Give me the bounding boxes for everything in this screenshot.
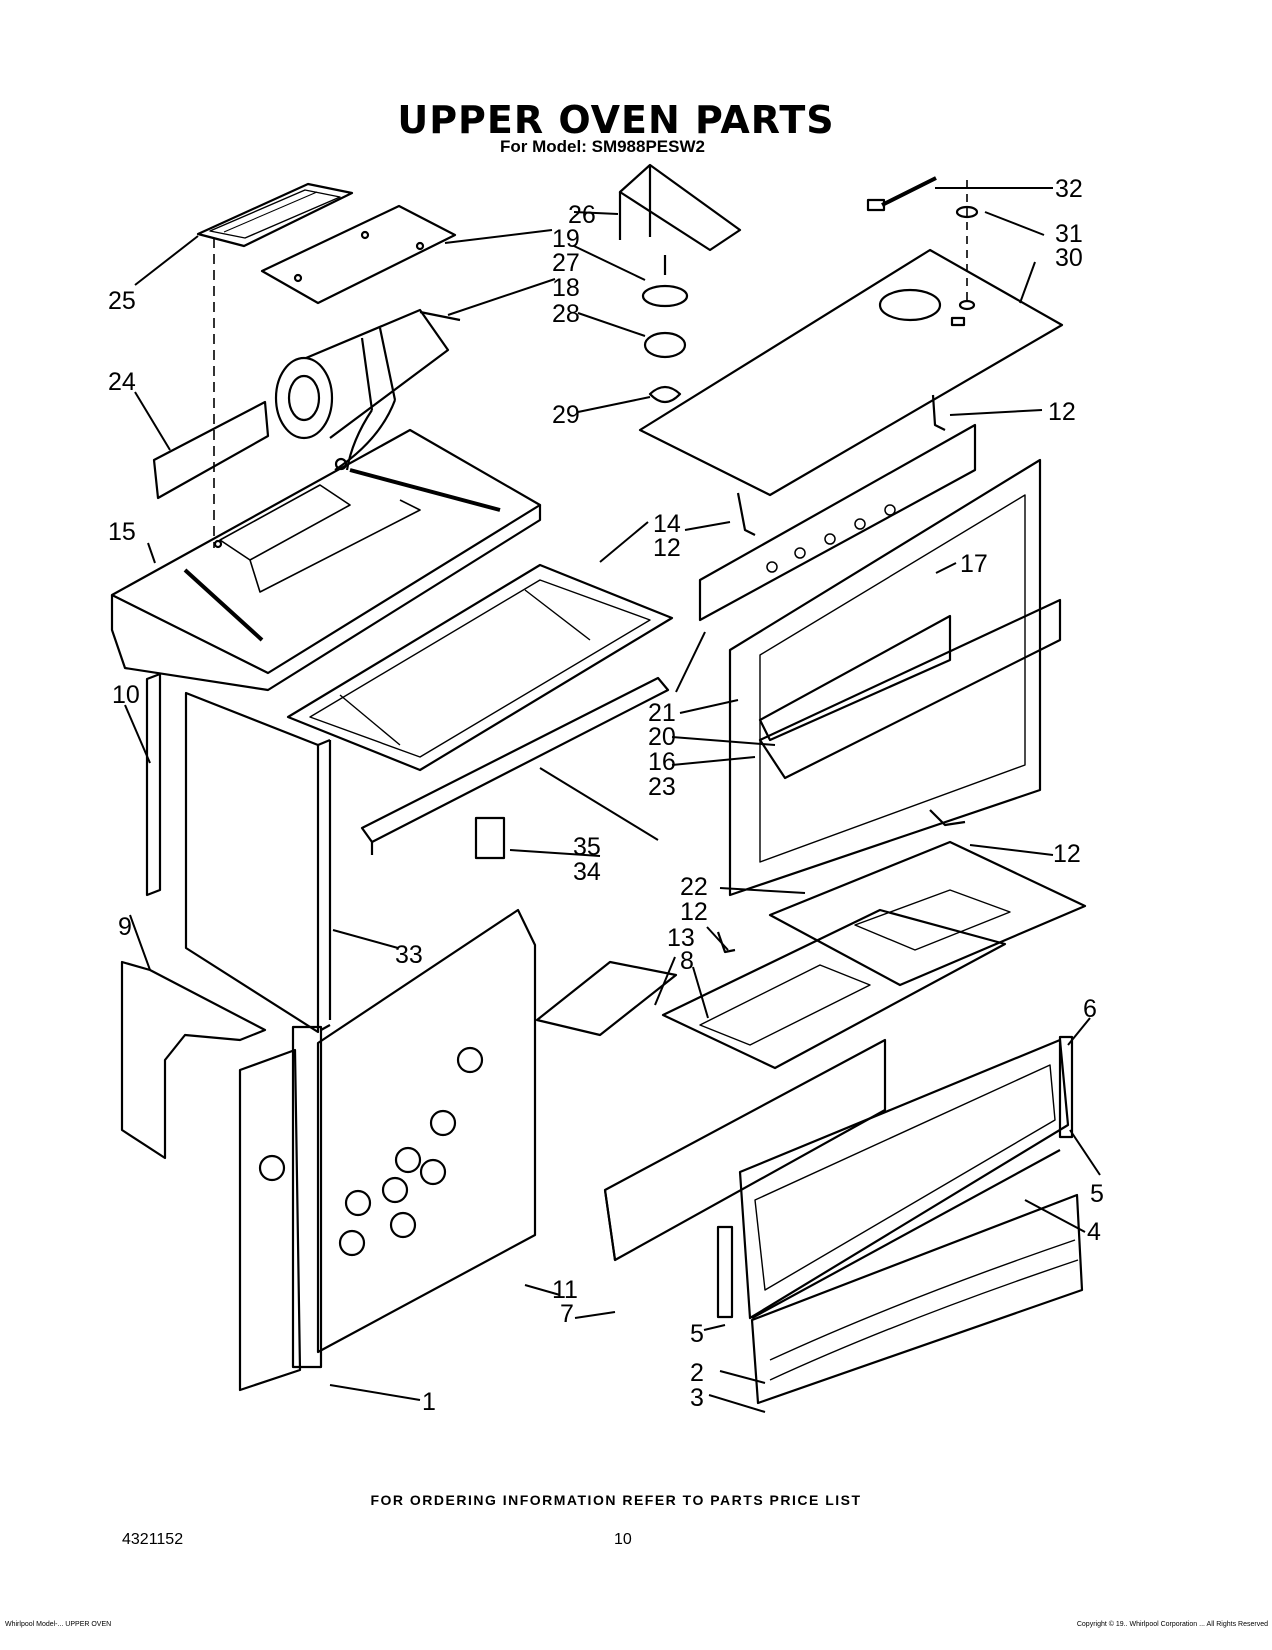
part-bracket-34: [474, 816, 506, 860]
part-side-panel-33: [184, 691, 332, 1034]
callout-15: 15: [108, 518, 136, 546]
callout-21: 21: [648, 699, 676, 727]
callout-12-d: 12: [680, 898, 708, 926]
callout-23: 23: [648, 773, 676, 801]
model-subtitle: For Model: SM988PESW2: [500, 137, 705, 156]
callout-13: 13: [667, 924, 695, 952]
callout-leaders: [124, 187, 1101, 1413]
callout-1: 1: [422, 1388, 436, 1416]
callout-19: 19: [552, 225, 580, 253]
callout-14: 14: [653, 510, 681, 538]
part-grease-filter: [535, 960, 678, 1037]
part-top-panel: [110, 428, 542, 692]
callout-8: 8: [680, 947, 694, 975]
part-control-panel-frame: [698, 423, 1042, 897]
callout-6: 6: [1083, 995, 1097, 1023]
callout-4: 4: [1087, 1218, 1101, 1246]
part-cover-plate: [260, 204, 457, 305]
part-front-panel: [603, 1038, 887, 1262]
part-rear-panel: [258, 908, 537, 1354]
callout-2: 2: [690, 1359, 704, 1387]
callout-12-b: 12: [653, 534, 681, 562]
part-door-trim: [750, 1193, 1084, 1405]
part-upper-tray: [768, 840, 1087, 987]
callout-22: 22: [680, 873, 708, 901]
callout-18: 18: [552, 274, 580, 302]
callout-16: 16: [648, 748, 676, 776]
part-side-strip: [145, 672, 162, 897]
callout-31: 31: [1055, 220, 1083, 248]
callout-9: 9: [118, 913, 132, 941]
callout-20: 20: [648, 723, 676, 751]
callout-25: 25: [108, 287, 136, 315]
callout-5-left: 5: [690, 1320, 704, 1348]
callout-30: 30: [1055, 244, 1083, 272]
part-clips: [716, 394, 966, 954]
callout-5-right: 5: [1090, 1180, 1104, 1208]
part-corner-bracket: [120, 960, 267, 1160]
callout-12-a: 12: [1048, 398, 1076, 426]
ordering-note: FOR ORDERING INFORMATION REFER TO PARTS …: [370, 1492, 862, 1508]
callout-24: 24: [108, 368, 136, 396]
callout-7: 7: [560, 1300, 574, 1328]
callout-27: 27: [552, 249, 580, 277]
part-door-strips: [716, 1035, 1074, 1319]
callout-3: 3: [690, 1384, 704, 1412]
callout-11: 11: [552, 1276, 578, 1304]
part-trim-strip: [360, 676, 670, 855]
callout-29: 29: [552, 401, 580, 429]
callout-33: 33: [395, 941, 423, 969]
part-top-plate: [638, 248, 1064, 497]
document-number: 4321152: [122, 1531, 184, 1548]
part-frame: [286, 563, 674, 772]
part-lower-tray: [661, 908, 1007, 1070]
callout-34: 34: [573, 858, 601, 886]
part-screw-washer: [866, 176, 979, 305]
part-door-glass: [738, 1038, 1070, 1320]
page-number: 10: [614, 1531, 632, 1548]
callout-17: 17: [960, 550, 988, 578]
callout-10: 10: [112, 681, 140, 709]
callout-26: 26: [568, 201, 596, 229]
part-side-panel: [152, 400, 270, 500]
callout-35: 35: [573, 833, 601, 861]
page-title: UPPER OVEN PARTS: [397, 98, 835, 142]
fine-print-left: Whirlpool Model-... UPPER OVEN: [5, 1621, 112, 1628]
part-blower-motor: [274, 308, 461, 471]
part-vent-cover: [196, 182, 354, 248]
callout-32: 32: [1055, 175, 1083, 203]
part-duct-and-fan: [618, 163, 742, 404]
part-side-wall: [238, 1024, 331, 1392]
callout-12-c: 12: [1053, 840, 1081, 868]
part-window-filter: [758, 598, 1062, 780]
callout-28: 28: [552, 300, 580, 328]
fine-print-right: Copyright © 19.. Whirlpool Corporation .…: [1076, 1621, 1268, 1628]
